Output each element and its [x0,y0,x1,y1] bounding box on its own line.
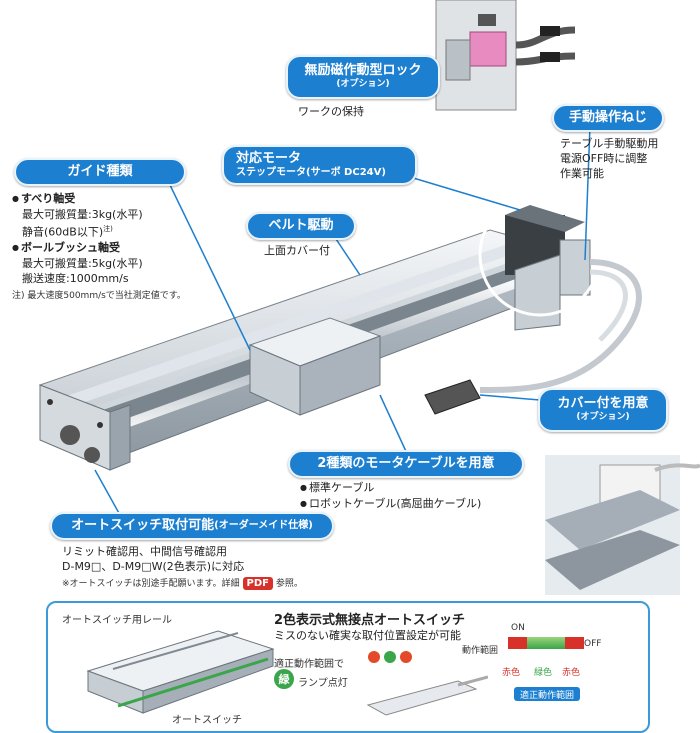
cable-title: 2種類のモータケーブルを用意 [317,455,495,471]
cable-item-standard: 標準ケーブル [300,480,481,496]
autoswitch-panel: オートスイッチ用レール オートスイッチ 2色表示式無接点オートスイッチ ミスのな… [46,601,650,733]
autoswitch-heading: 2色表示式無接点オートスイッチ [274,613,466,628]
belt-title: ベルト駆動 [268,217,334,233]
manual-screw-desc: テーブル手動駆動用 電源OFF時に調整 作業可能 [560,136,658,181]
autoswitch-subheading: ミスのない確実な取付位置設定が可能 [274,629,461,642]
autoswitch-title-suffix: (オーダーメイド仕様) [214,520,313,532]
slide-bearing-label: すべり軸受 [20,192,76,205]
on-label: ON [511,623,525,633]
cover-callout: カバー付を用意 (オプション) [538,388,668,432]
slide-bearing-head: すべり軸受 [12,191,186,207]
cover-option-image [545,455,700,595]
rail-label: オートスイッチ用レール [62,615,172,626]
ball-bushing-label: ボールブッシュ軸受 [20,240,120,254]
lock-title: 無励磁作動型ロック [304,63,422,79]
manual-desc-line: 電源OFF時に調整 [560,152,648,165]
autoswitch-note-text: ※オートスイッチは別途手配願います。詳細 [62,579,240,589]
green-badge: 緑 [274,669,294,689]
pdf-link[interactable]: PDF [242,577,273,590]
autoswitch-line2: D-M9□、D-M9□W(2色表示)に対応 [62,560,245,573]
red-left-label: 赤色 [500,665,523,678]
ball-line: 最大可搬質量:5kg(水平) [22,256,143,270]
actuator-body [38,205,591,471]
ball-bushing-head: ボールブッシュ軸受 [12,240,186,256]
green-char: 緑 [278,673,290,686]
range-red-left [508,637,527,649]
lock-subtitle: (オプション) [336,79,390,90]
motor-highlight-circle [478,193,602,317]
range-label: 適正動作範囲で [274,659,344,670]
proper-range-text: 適正動作範囲 [519,690,574,701]
off-label: OFF [584,639,602,649]
autoswitch-callout: オートスイッチ取付可能(オーダーメイド仕様) [50,512,334,540]
cable-callout: 2種類のモータケーブルを用意 [288,450,524,478]
red-right-label: 赤色 [562,668,581,678]
lock-desc: ワークの保持 [298,105,364,118]
guide-title: ガイド種類 [67,163,133,179]
lock-unit-image [435,0,576,111]
green-label: 緑色 [534,668,553,678]
motor-cable [424,259,642,415]
autoswitch-title: オートスイッチ取付可能 [71,517,215,533]
cable-item-robot: ロボットケーブル(高屈曲ケーブル) [300,496,481,512]
cable-standard-label: 標準ケーブル [308,481,375,494]
lock-callout-title: 無励磁作動型ロック (オプション) [286,55,440,99]
guide-callout: ガイド種類 [14,158,186,186]
motor-callout: 対応モータ ステップモータ(サーボ DC24V) [222,145,417,185]
guide-footnote: 注) 最大速度500mm/sで当社測定値です。 [12,290,186,301]
cable-list: 標準ケーブル ロボットケーブル(高屈曲ケーブル) [300,480,481,512]
lamp-label: ランプ点灯 [298,678,348,689]
cable-robot-label: ロボットケーブル(高屈曲ケーブル) [308,497,482,510]
autoswitch-note-suffix: 参照。 [275,579,303,589]
cover-title: カバー付を用意 [557,396,649,412]
range-red-right [565,637,584,649]
autoswitch-rail-illustration [86,630,275,714]
belt-desc: 上面カバー付 [264,244,330,257]
slide-noise: 静音(60dB以下) [22,225,104,239]
slide-line: 最大可搬質量:3kg(水平) [22,208,143,221]
motor-title: 対応モータ [236,150,302,166]
cover-subtitle: (オプション) [576,412,630,423]
manual-desc-line: 作業可能 [560,167,604,180]
autoswitch-line1: リミット確認用、中間信号確認用 [62,545,227,558]
autoswitch-note: ※オートスイッチは別途手配願います。詳細 PDF 参照。 [62,576,303,592]
range-green [527,637,565,649]
belt-callout: ベルト駆動 [246,212,356,240]
ball-line: 搬送速度:1000mm/s [22,271,129,285]
autoswitch-desc: リミット確認用、中間信号確認用 D-M9□、D-M9□W(2色表示)に対応 ※オ… [62,544,303,592]
motor-subtitle: ステップモータ(サーボ DC24V) [236,166,386,178]
slide-line-2: 静音(60dB以下)注) [12,222,186,240]
manual-desc-line: テーブル手動駆動用 [560,137,659,150]
manual-screw-callout: 手動操作ねじ [552,104,664,132]
switch-label: オートスイッチ [172,715,242,726]
range-diagram-title: 動作範囲 [462,646,499,656]
guide-details: すべり軸受 最大可搬質量:3kg(水平) 静音(60dB以下)注) ボールブッシ… [12,191,186,304]
actuator-illustration [38,0,700,595]
manual-screw-title: 手動操作ねじ [568,109,647,125]
proper-range-badge: 適正動作範囲 [514,687,580,701]
autoswitch-sensor [366,651,488,716]
slide-note-mark: 注) [103,225,113,233]
range-bar [508,637,584,649]
